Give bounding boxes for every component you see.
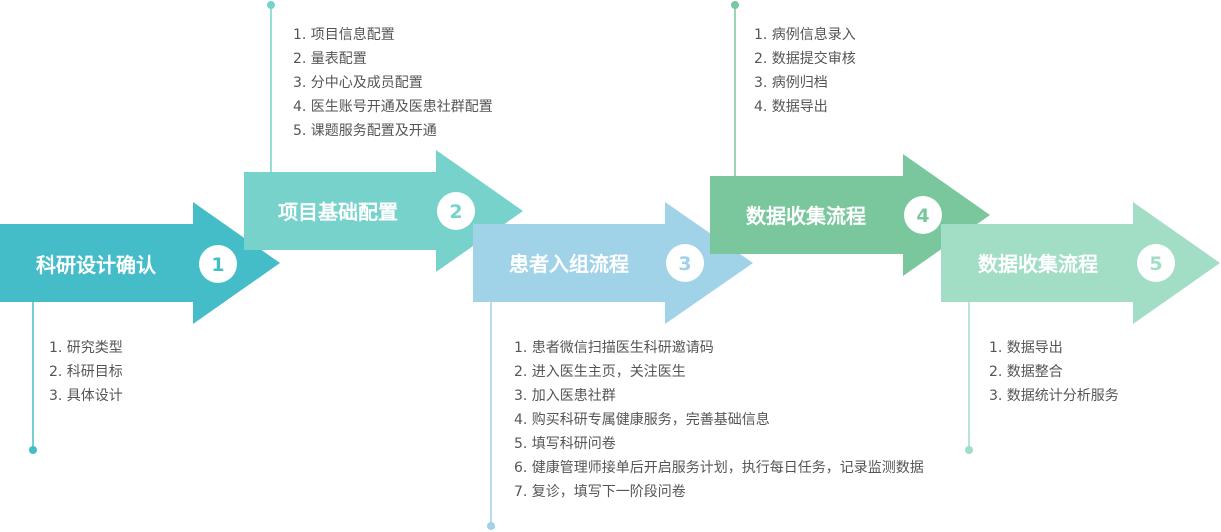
list-item: 1. 研究类型: [49, 340, 123, 356]
list-item: 2. 量表配置: [293, 51, 367, 67]
list-item: 7. 复诊，填写下一阶段问卷: [514, 484, 686, 500]
step-title-3: 患者入组流程: [509, 252, 629, 276]
step-badge-5: [1137, 244, 1175, 282]
connector-2: [267, 1, 275, 174]
step-number-4: 4: [916, 205, 929, 227]
step-arrow-5: 数据收集流程 5: [941, 202, 1220, 324]
list-item: 3. 数据统计分析服务: [989, 388, 1119, 404]
step-arrow-1: 科研设计确认 1: [0, 202, 280, 324]
step-title-1: 科研设计确认: [36, 253, 157, 277]
list-item: 3. 分中心及成员配置: [293, 75, 423, 91]
step-badge-3: [666, 244, 704, 282]
arrow-shape-2: [244, 150, 523, 272]
arrow-shape-4: [710, 154, 990, 276]
arrow-shape-3: [473, 202, 753, 324]
list-item: 3. 病例归档: [754, 75, 828, 91]
list-item: 6. 健康管理师接单后开启服务计划，执行每日任务，记录监测数据: [514, 460, 924, 476]
connector-3: [487, 300, 495, 530]
list-item: 2. 数据提交审核: [754, 51, 856, 67]
step-title-4: 数据收集流程: [746, 204, 866, 228]
list-item: 3. 加入医患社群: [514, 388, 616, 404]
step-number-1: 1: [211, 254, 224, 276]
step-arrow-2: 项目基础配置 2: [244, 150, 523, 272]
arrow-shape-1: [0, 202, 280, 324]
step-badge-1: [199, 245, 237, 283]
step-2-items: 1. 项目信息配置 2. 量表配置 3. 分中心及成员配置 4. 医生账号开通及…: [293, 23, 493, 143]
step-badge-2: [437, 192, 475, 230]
connector-5: [965, 300, 973, 454]
list-item: 2. 进入医生主页，关注医生: [514, 364, 686, 380]
step-number-5: 5: [1149, 253, 1162, 275]
step-1-items: 1. 研究类型 2. 科研目标 3. 具体设计: [49, 336, 123, 408]
list-item: 1. 病例信息录入: [754, 27, 856, 43]
list-item: 2. 科研目标: [49, 364, 123, 380]
step-title-2: 项目基础配置: [278, 200, 398, 224]
list-item: 4. 医生账号开通及医患社群配置: [293, 99, 493, 115]
list-item: 1. 项目信息配置: [293, 27, 395, 43]
step-number-2: 2: [449, 201, 462, 223]
step-3-items: 1. 患者微信扫描医生科研邀请码 2. 进入医生主页，关注医生 3. 加入医患社…: [514, 336, 924, 504]
arrow-shape-5: [941, 202, 1220, 324]
step-badge-4: [904, 196, 942, 234]
list-item: 4. 购买科研专属健康服务，完善基础信息: [514, 412, 770, 428]
step-5-items: 1. 数据导出 2. 数据整合 3. 数据统计分析服务: [989, 336, 1119, 408]
step-arrow-3: 患者入组流程 3: [473, 202, 753, 324]
list-item: 1. 数据导出: [989, 340, 1063, 356]
step-arrow-4: 数据收集流程 4: [710, 154, 990, 276]
list-item: 4. 数据导出: [754, 99, 828, 115]
step-title-5: 数据收集流程: [978, 252, 1098, 276]
step-4-items: 1. 病例信息录入 2. 数据提交审核 3. 病例归档 4. 数据导出: [754, 23, 856, 119]
list-item: 2. 数据整合: [989, 364, 1063, 380]
step-number-3: 3: [678, 253, 691, 275]
list-item: 5. 课题服务配置及开通: [293, 123, 437, 139]
connector-1: [29, 300, 37, 454]
list-item: 3. 具体设计: [49, 388, 123, 404]
list-item: 5. 填写科研问卷: [514, 436, 616, 452]
connector-4: [731, 1, 739, 178]
list-item: 1. 患者微信扫描医生科研邀请码: [514, 340, 714, 356]
